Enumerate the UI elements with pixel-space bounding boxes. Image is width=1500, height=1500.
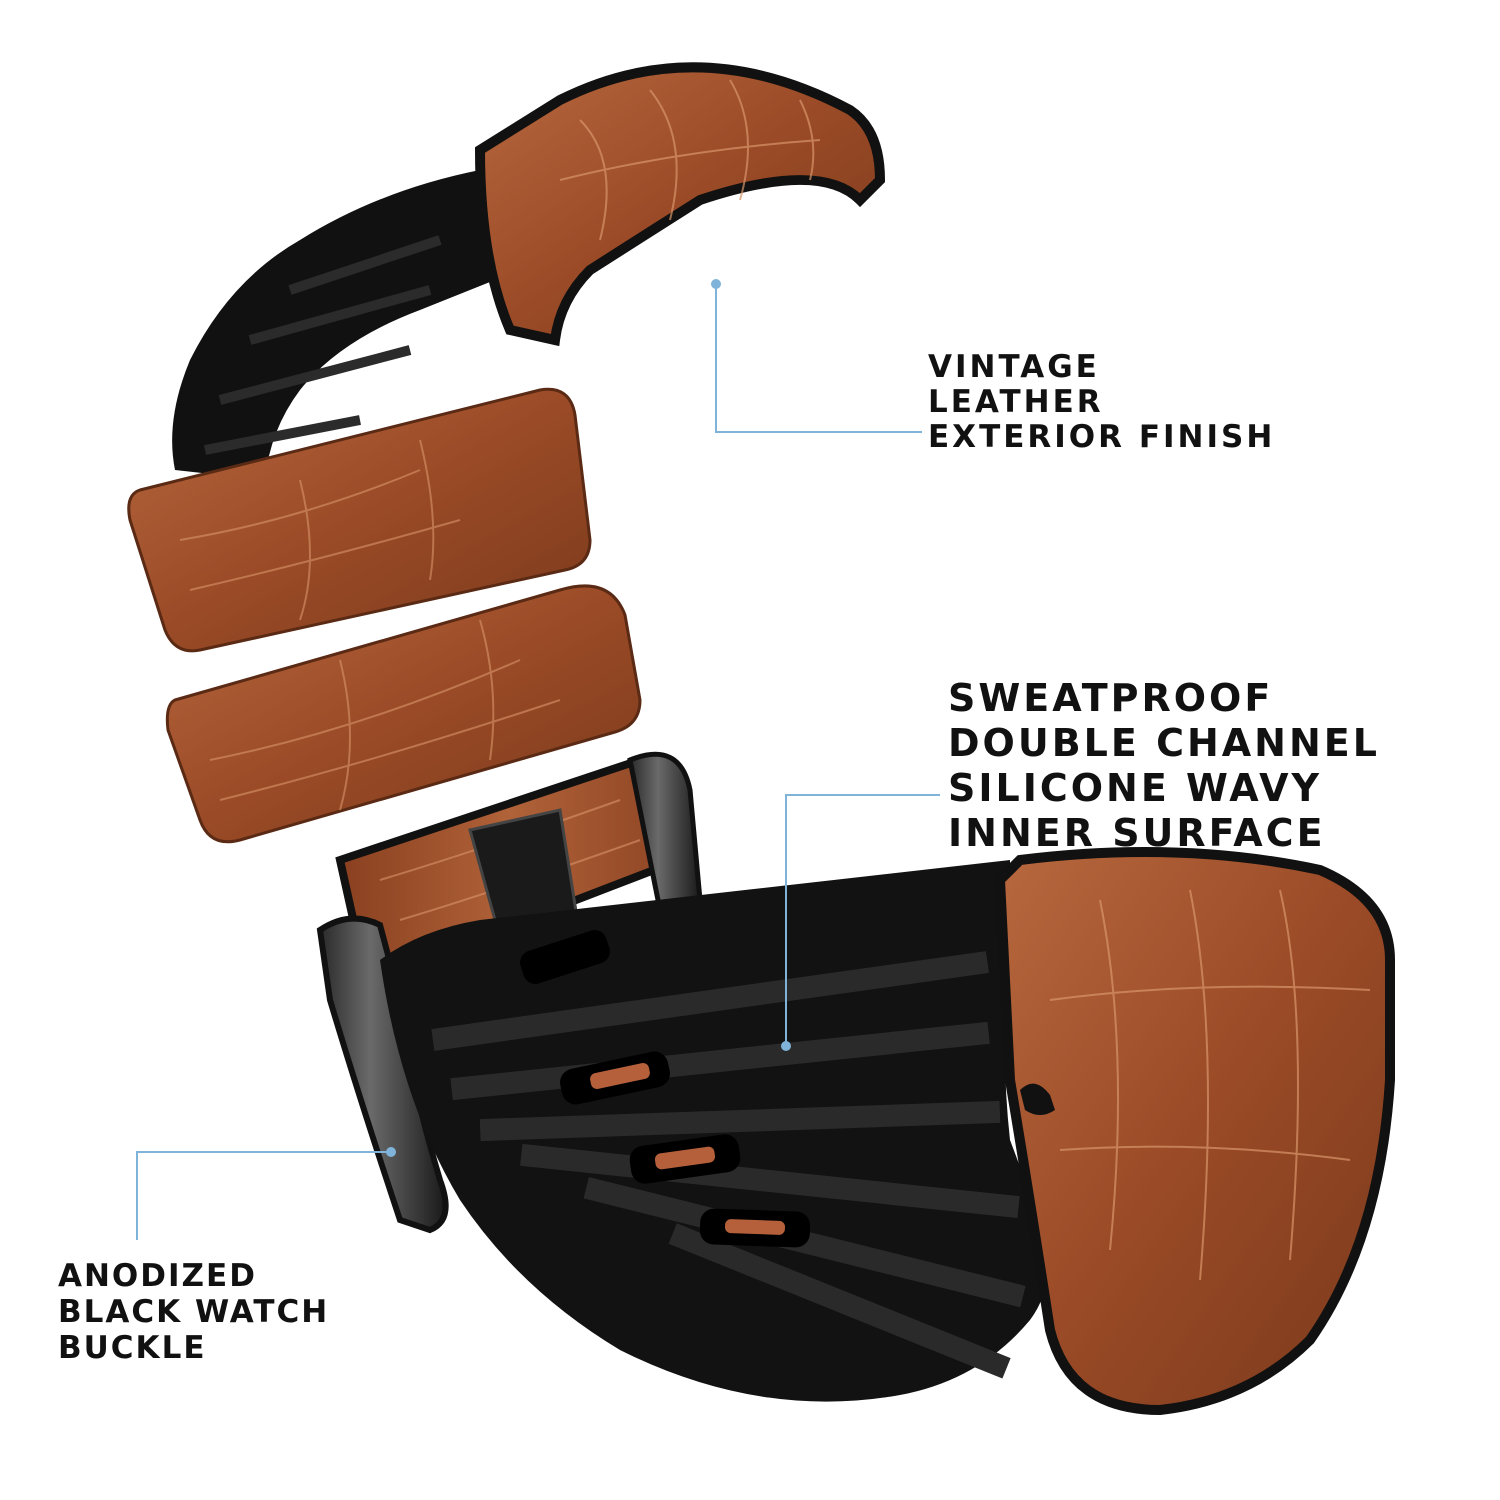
callout-leather-line-3: EXTERIOR FINISH [928, 419, 1276, 455]
callout-buckle-line-1: ANODIZED [58, 1258, 257, 1294]
callout-leather-line-2: LEATHER [928, 384, 1104, 420]
callout-leather-line-1: VINTAGE [928, 349, 1100, 385]
leather-callout-dot [711, 279, 721, 289]
keeper-loop-1 [127, 387, 592, 653]
callout-buckle-line-3: BUCKLE [58, 1330, 207, 1366]
leather-callout-line [715, 285, 922, 433]
callout-silicone-surface: SWEATPROOF DOUBLE CHANNEL SILICONE WAVY … [948, 676, 1380, 856]
callout-buckle-line-2: BLACK WATCH [58, 1294, 330, 1330]
callout-silicone-line-3: SILICONE WAVY [948, 766, 1323, 810]
strap-holes [520, 930, 811, 1248]
upper-strap-leather [474, 62, 886, 347]
callout-silicone-line-1: SWEATPROOF [948, 676, 1274, 720]
silicone-callout-line [785, 794, 940, 1045]
lower-strap-leather [994, 847, 1395, 1416]
buckle-callout-dot [386, 1147, 396, 1157]
buckle-callout-line [136, 1151, 390, 1240]
callout-dots [386, 279, 791, 1157]
buckle [316, 751, 703, 1234]
callout-buckle: ANODIZED BLACK WATCH BUCKLE [58, 1258, 329, 1366]
silicone-callout-dot [781, 1041, 791, 1051]
callout-leather-finish: VINTAGE LEATHER EXTERIOR FINISH [928, 350, 1275, 455]
callout-lines [136, 285, 940, 1240]
keeper-loop-2 [165, 584, 642, 844]
upper-strap [172, 62, 886, 480]
lower-strap-texture [1049, 889, 1371, 1281]
upper-strap-texture [559, 79, 821, 241]
lower-strap-silicone [380, 860, 1048, 1402]
callout-silicone-line-2: DOUBLE CHANNEL [948, 721, 1380, 765]
callout-silicone-line-4: INNER SURFACE [948, 811, 1326, 855]
upper-strap-ridges [204, 235, 442, 455]
